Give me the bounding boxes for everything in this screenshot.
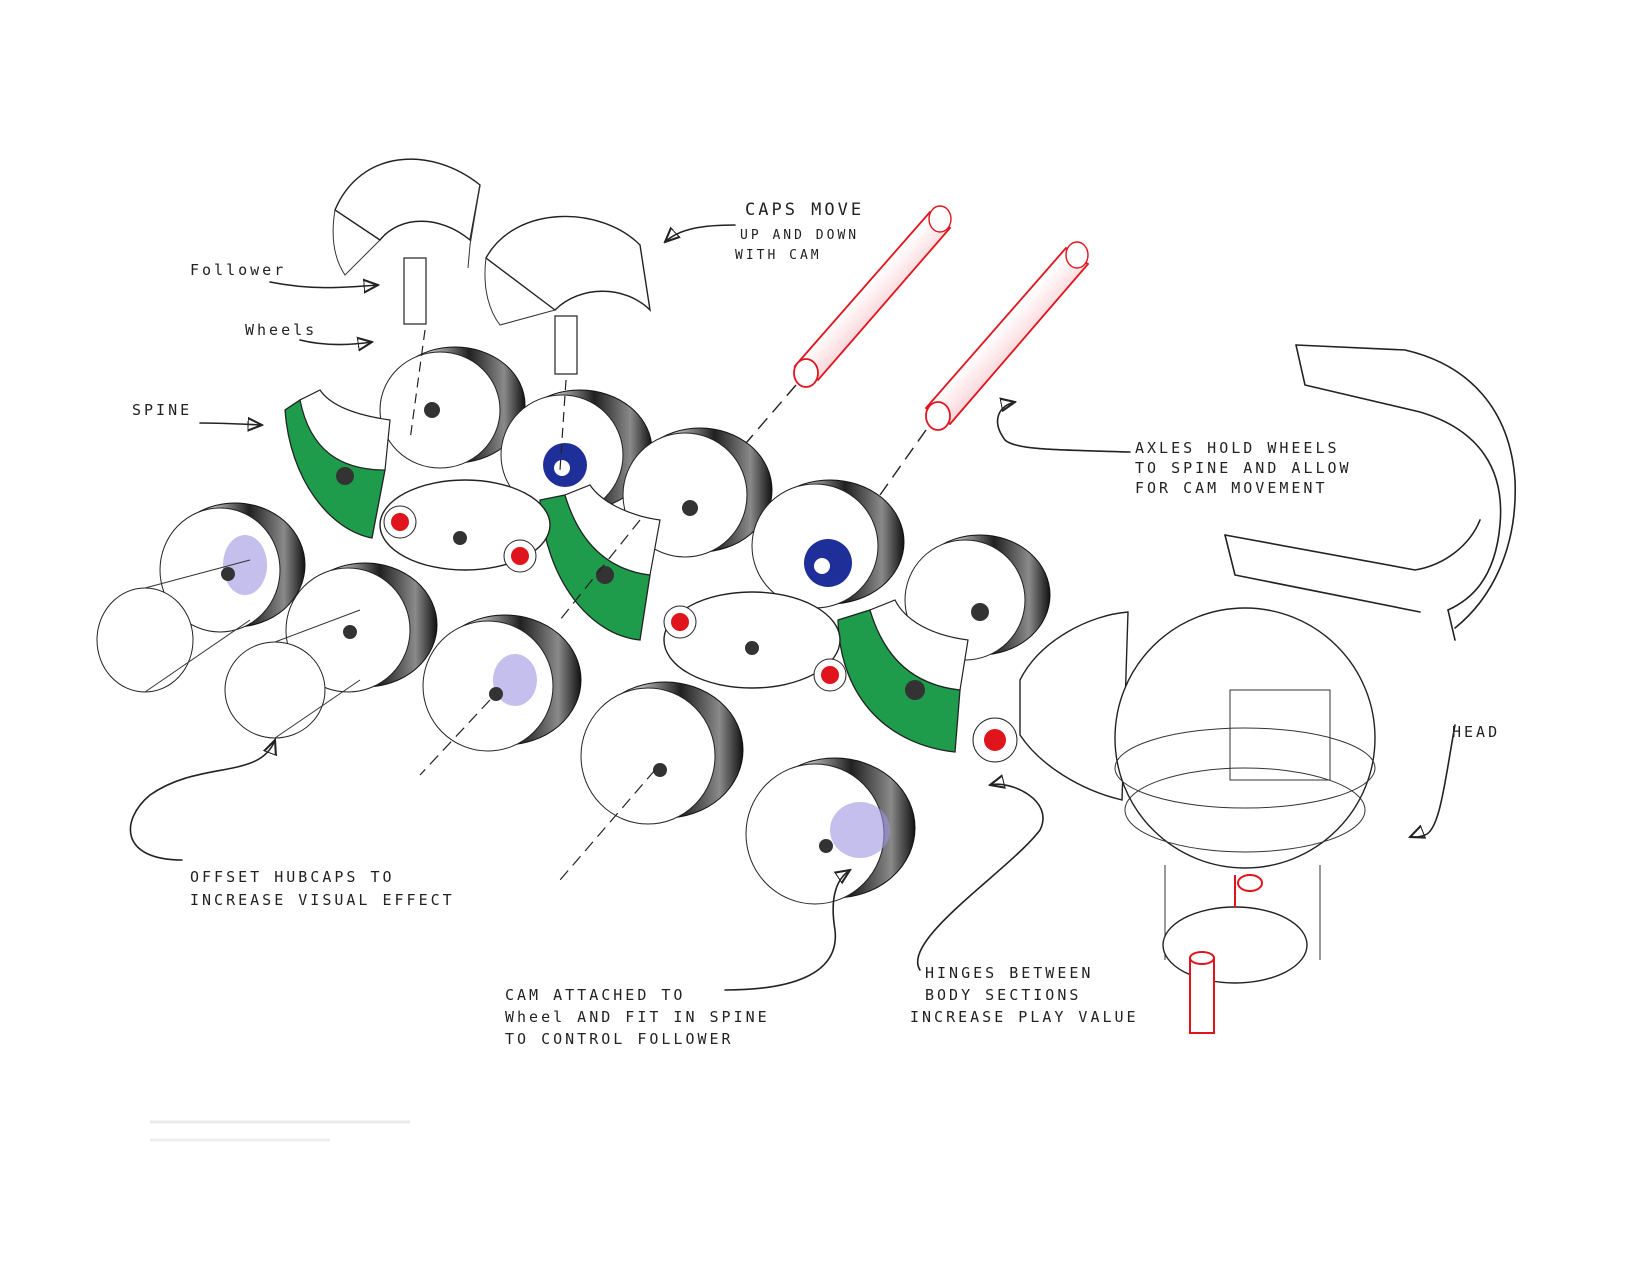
label-caps-line1: CAPS MOVE [745,200,865,220]
spine-section [539,484,661,641]
hubcap [493,654,537,706]
label-axles-line2: TO SPINE AND ALLOW [1135,459,1352,477]
label-axles-line3: FOR CAM MOVEMENT [1135,479,1328,497]
wheel [159,502,306,633]
label-caps-line2: UP AND DOWN [740,228,860,243]
wheel [904,534,1051,661]
spine-section [837,599,969,753]
wheel [580,681,744,825]
wheel [500,389,653,516]
label-cam-line2: Wheel AND FIT IN SPINE [505,1008,770,1026]
follower-cap-rear [332,158,481,325]
faint-scribble [150,1120,410,1142]
wheel [285,562,438,693]
label-wheels: Wheels [245,321,318,339]
assembly-axis-lines [409,329,656,881]
axle-left [739,205,952,451]
wheel [751,479,905,609]
hinge-tail [972,611,1129,801]
hubcap-cylinder [96,559,251,693]
hinge-connector [379,479,551,573]
label-head: HEAD [1452,723,1501,741]
label-follower: Follower [190,261,287,279]
label-hinges-line3: INCREASE PLAY VALUE [910,1008,1139,1026]
hubcap [223,535,267,595]
leader-lines [129,224,1456,991]
label-cam-line3: TO CONTROL FOLLOWER [505,1030,734,1048]
neck-bracket [1224,344,1516,641]
head-sphere [1114,607,1376,960]
label-caps-line3: WITH CAM [735,248,822,263]
wheel [422,614,582,752]
label-hinges-line2: BODY SECTIONS [925,986,1082,1004]
hinge-connector [663,591,847,692]
label-hubcaps-line1: OFFSET HUBCAPS TO [190,868,395,886]
axle-right [879,241,1090,496]
label-axles-line1: AXLES HOLD WHEELS [1135,439,1340,457]
wheel [379,346,526,469]
label-spine: SPINE [132,401,193,419]
follower-cap-front [484,215,652,375]
label-hinges-line1: HINGES BETWEEN [925,964,1094,982]
label-cam-line1: CAM ATTACHED TO [505,986,686,1004]
head-neck-cylinder [1162,874,1308,1034]
label-hubcaps-line2: INCREASE VISUAL EFFECT [190,891,455,909]
wheel [745,757,916,905]
hubcap [830,802,890,858]
spine-section [284,389,391,539]
